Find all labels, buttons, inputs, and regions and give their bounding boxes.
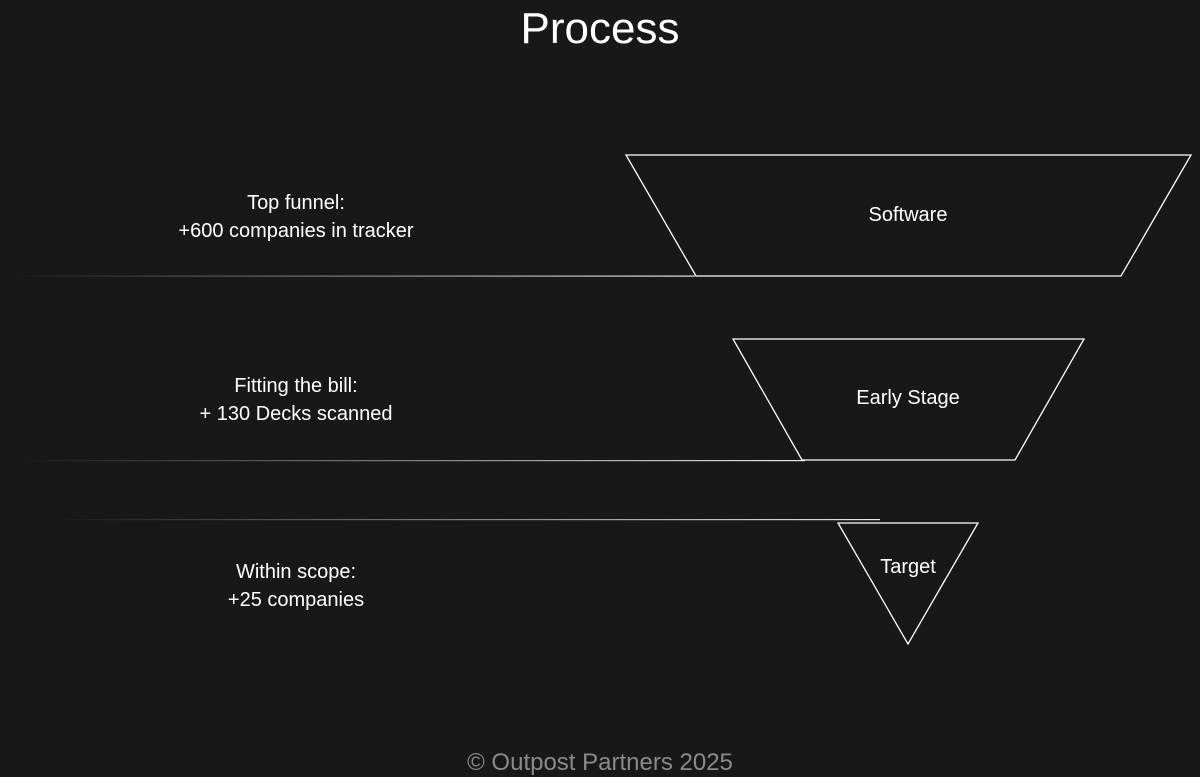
label-line-1: Top funnel: (247, 192, 345, 214)
stage-name-target: Target (880, 556, 936, 578)
divider-line-3 (50, 519, 880, 521)
label-line-1: Fitting the bill: (234, 375, 358, 397)
funnel-stage-early-stage (731, 338, 1086, 461)
divider-line-2 (15, 460, 805, 462)
page-title: Process (520, 4, 680, 53)
stage-label-top-funnel: Top funnel: +600 companies in tracker (146, 189, 446, 245)
stage-label-within-scope: Within scope: +25 companies (146, 558, 446, 614)
funnel-stage-target (836, 522, 980, 646)
label-line-2: +600 companies in tracker (178, 220, 414, 242)
stage-name-software: Software (868, 204, 948, 226)
label-line-2: +25 companies (227, 589, 365, 611)
divider-line-1 (10, 275, 695, 277)
label-line-1: Within scope: (235, 561, 357, 583)
footer-copyright: © Outpost Partners 2025 (467, 749, 733, 776)
stage-name-early-stage: Early Stage (856, 387, 960, 409)
label-line-2: + 130 Decks scanned (199, 403, 393, 425)
stage-label-fitting-the-bill: Fitting the bill: + 130 Decks scanned (146, 372, 446, 428)
funnel-stage-software (624, 154, 1193, 277)
